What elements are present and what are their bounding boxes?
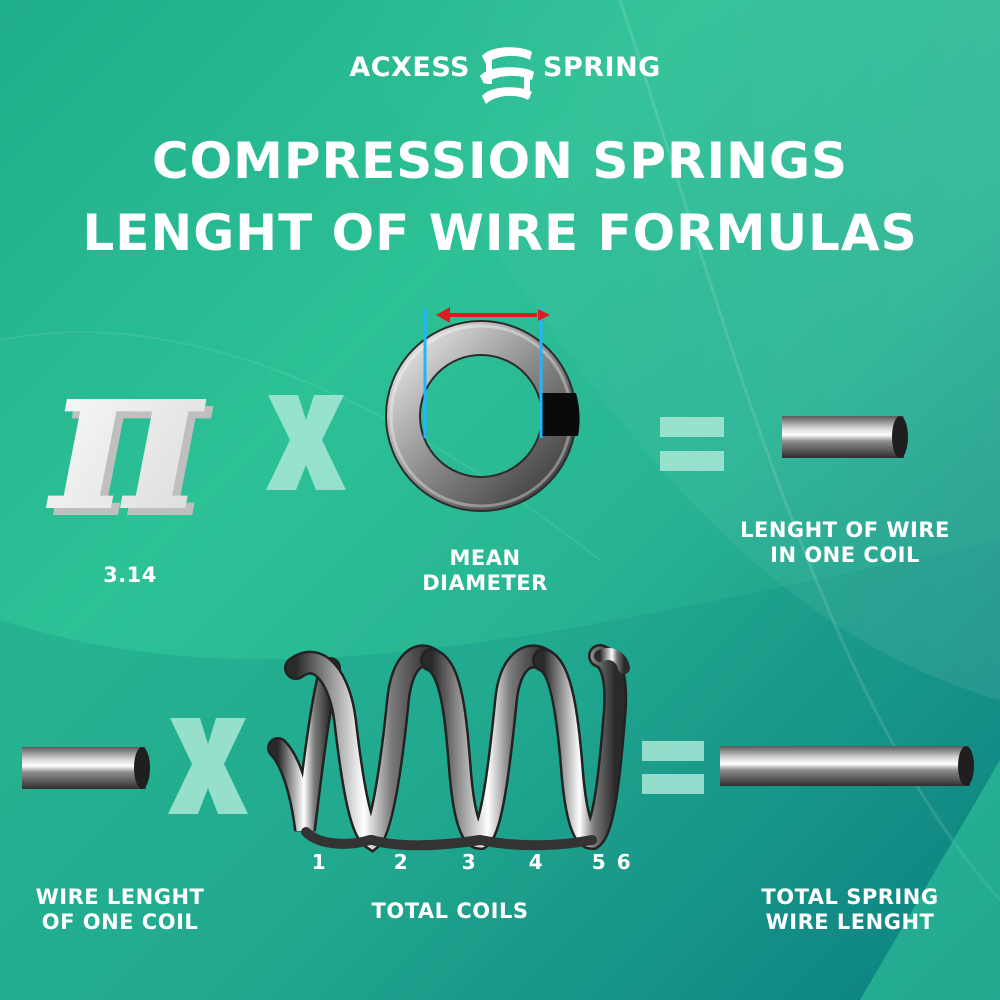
pi-shadow: π: [52, 318, 214, 565]
ring-coil-icon: [385, 320, 580, 512]
wire-rod-one-coil: [782, 416, 908, 458]
pi-symbol: π π: [45, 311, 214, 565]
coil-number: 6: [616, 850, 632, 874]
spring-logo-icon: [480, 47, 534, 104]
mean-diameter-label-line-1: MEAN: [449, 546, 521, 570]
multiply-icon-row-2: [168, 718, 248, 814]
coil-number: 3: [461, 850, 477, 874]
equals-icon-row-1: [660, 417, 724, 471]
coil-number: 5: [591, 850, 607, 874]
coil-number: 4: [528, 850, 544, 874]
coil-wire-length-label-line-2: IN ONE COIL: [770, 543, 920, 567]
page-title-line-2: LENGHT OF WIRE FORMULAS: [82, 204, 918, 262]
pi-glyph: π: [45, 311, 207, 558]
equals-icon-row-2: [642, 741, 704, 794]
total-coils-label: TOTAL COILS: [371, 899, 529, 923]
wire-length-one-coil-label: WIRE LENGHT OF ONE COIL: [0, 885, 240, 935]
wire-rod-row-2: [22, 747, 150, 789]
total-wire-length-label-line-2: WIRE LENGHT: [765, 910, 935, 934]
brand-name-left: ACXESS: [349, 52, 470, 83]
diameter-arrow-icon: [436, 307, 550, 323]
page-title-line-1: COMPRESSION SPRINGS: [151, 132, 849, 190]
coil-number: 1: [311, 850, 327, 874]
compression-spring-icon: [267, 644, 630, 853]
coil-wire-length-label-line-1: LENGHT OF WIRE: [740, 518, 950, 542]
multiply-icon: [266, 395, 346, 490]
total-wire-length-label-line-1: TOTAL SPRING: [761, 885, 939, 909]
coil-wire-length-label: LENGHT OF WIRE IN ONE COIL: [715, 518, 975, 568]
brand-name-right: SPRING: [543, 52, 661, 83]
wire-rod-total-length: [720, 746, 974, 786]
total-wire-length-label: TOTAL SPRING WIRE LENGHT: [730, 885, 970, 935]
pi-value-label: 3.14: [103, 563, 157, 587]
mean-diameter-label: MEAN DIAMETER: [380, 546, 590, 596]
coil-number: 2: [393, 850, 409, 874]
wire-length-one-coil-label-line-2: OF ONE COIL: [41, 910, 199, 934]
mean-diameter-label-line-2: DIAMETER: [422, 571, 548, 595]
wire-length-one-coil-label-line-1: WIRE LENGHT: [35, 885, 205, 909]
